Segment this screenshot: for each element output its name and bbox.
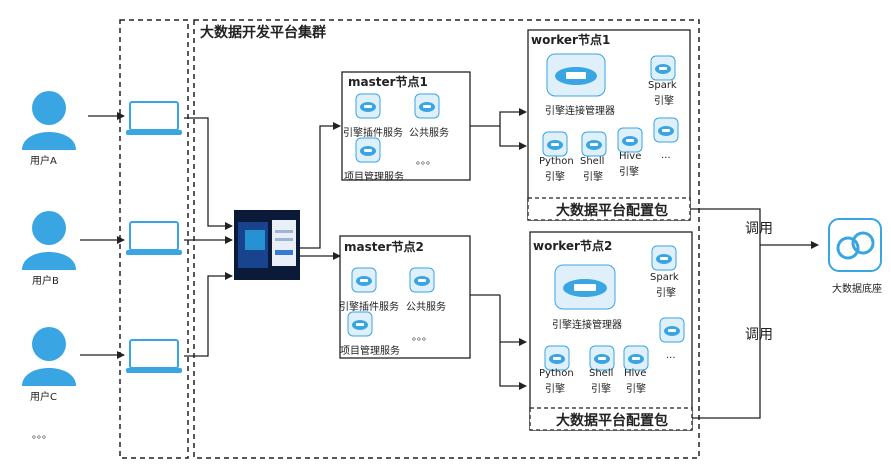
plugin-service-icon [355, 93, 381, 119]
project-service-icon [355, 137, 381, 163]
user-label: 用户B [32, 276, 59, 287]
public-service-icon [414, 93, 440, 119]
user-label: 用户C [30, 392, 57, 403]
shell-engine-icon [581, 131, 607, 157]
config-label: 大数据平台配置包 [556, 413, 668, 429]
manager-label: 引擎连接管理器 [545, 106, 615, 117]
engine-label: Python [539, 368, 574, 379]
service-label: 引擎插件服务 [339, 302, 399, 313]
config-package-1 [527, 197, 691, 221]
spark-engine-icon [651, 245, 677, 271]
call-label: 调用 [745, 327, 773, 343]
more-engine-icon [659, 317, 685, 343]
plugin-service-icon [351, 267, 377, 293]
cluster-frame [193, 19, 700, 459]
engine-label: Shell [580, 156, 605, 167]
user-label: 用户A [30, 156, 57, 167]
web-portal-screenshot [234, 210, 300, 280]
more-label: ... [661, 150, 671, 161]
engine-label: 引擎 [545, 172, 565, 183]
python-engine-icon [544, 345, 570, 371]
engine-label: Hive [619, 151, 642, 162]
laptop-icon [125, 221, 183, 256]
more-engine-icon [653, 117, 679, 143]
config-label: 大数据平台配置包 [556, 203, 668, 219]
engine-label: 引擎 [656, 288, 676, 299]
engine-label: 引擎 [654, 96, 674, 107]
service-label: 公共服务 [406, 302, 446, 313]
engine-label: Shell [589, 368, 614, 379]
spark-engine-icon [650, 55, 676, 81]
service-label: 项目管理服务 [340, 346, 400, 357]
user-icon [22, 327, 76, 386]
engine-label: 引擎 [626, 384, 646, 395]
engine-label: 引擎 [583, 172, 603, 183]
worker-title: worker节点1 [531, 33, 611, 47]
worker-title: worker节点2 [533, 239, 613, 253]
manager-label: 引擎连接管理器 [552, 320, 622, 331]
engine-label: Hive [624, 368, 647, 379]
hive-engine-icon [617, 127, 643, 153]
service-label: 引擎插件服务 [343, 128, 403, 139]
public-service-icon [409, 267, 435, 293]
master-title: master节点2 [344, 240, 424, 254]
users-more: 。。。 [32, 430, 52, 441]
laptop-icon [125, 101, 183, 136]
master-title: master节点1 [348, 75, 428, 89]
user-icon [22, 211, 76, 270]
more-label: 。。。 [412, 332, 432, 343]
more-label: 。。。 [416, 156, 436, 167]
engine-label: 引擎 [619, 167, 639, 178]
engine-label: Spark [650, 272, 679, 283]
big-data-base-icon [828, 218, 882, 272]
config-package-2 [529, 407, 693, 431]
hive-engine-icon [623, 345, 649, 371]
service-label: 项目管理服务 [344, 172, 404, 183]
base-label: 大数据底座 [832, 284, 882, 295]
engine-label: 引擎 [591, 384, 611, 395]
cluster-title: 大数据开发平台集群 [200, 25, 326, 41]
engine-connection-manager-icon [554, 264, 616, 310]
python-engine-icon [542, 131, 568, 157]
laptop-icon [125, 339, 183, 374]
shell-engine-icon [589, 345, 615, 371]
engine-label: Python [539, 156, 574, 167]
engine-label: 引擎 [545, 384, 565, 395]
project-service-icon [347, 311, 373, 337]
user-icon [22, 91, 76, 150]
engine-label: Spark [648, 80, 677, 91]
call-label: 调用 [745, 221, 773, 237]
master-node-2 [339, 235, 471, 359]
service-label: 公共服务 [409, 128, 449, 139]
more-label: ... [666, 350, 676, 361]
engine-connection-manager-icon [546, 53, 606, 97]
master-node-1 [341, 71, 471, 181]
